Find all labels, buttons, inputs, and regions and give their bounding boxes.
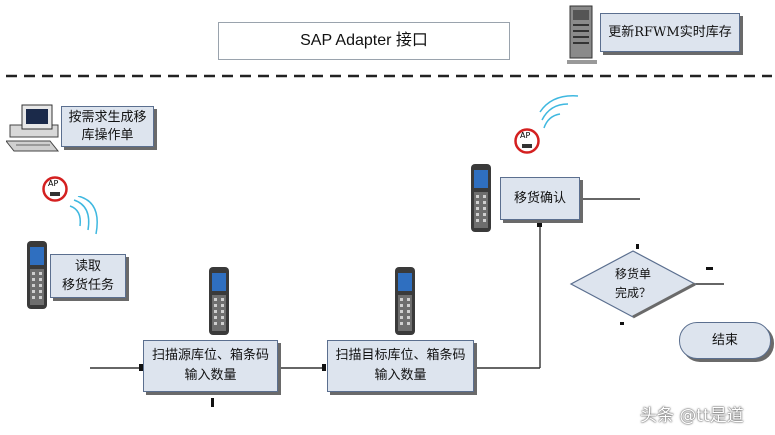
server-icon bbox=[567, 5, 597, 64]
handheld-scanner-icon bbox=[395, 267, 415, 335]
confirm-move-box: 移货确认 bbox=[500, 177, 580, 220]
read-task-box: 读取 移货任务 bbox=[50, 254, 126, 298]
wifi-waves-icon bbox=[539, 95, 579, 129]
connector-tick bbox=[620, 322, 624, 325]
wifi-waves-icon bbox=[69, 196, 98, 235]
connector-tick bbox=[139, 364, 143, 371]
generate-order-box: 按需求生成移 库操作单 bbox=[61, 106, 154, 147]
connector-tick bbox=[211, 398, 214, 407]
watermark: 头条 @tt是道 bbox=[640, 406, 744, 426]
scan-target-box: 扫描目标库位、箱条码 输入数量 bbox=[327, 340, 474, 392]
decision-label: 移货单 完成？ bbox=[614, 267, 651, 300]
scan-source-box: 扫描源库位、箱条码 输入数量 bbox=[143, 340, 278, 392]
update-inventory-box: 更新RFWM实时库存 bbox=[600, 13, 740, 52]
ap-label: AP bbox=[520, 131, 531, 140]
wireless-access-point-icon: AP bbox=[42, 176, 68, 202]
connector-tick bbox=[706, 267, 713, 270]
sap-adapter-title: SAP Adapter 接口 bbox=[218, 22, 510, 60]
connector-tick bbox=[322, 364, 326, 371]
end-terminator: 结束 bbox=[679, 322, 771, 359]
handheld-scanner-icon bbox=[209, 267, 229, 335]
desktop-computer-icon bbox=[6, 104, 60, 152]
wireless-access-point-icon: AP bbox=[514, 128, 540, 154]
ap-label: AP bbox=[48, 179, 59, 188]
connector-tick bbox=[537, 222, 542, 227]
handheld-scanner-icon bbox=[27, 241, 47, 309]
handheld-scanner-icon bbox=[471, 164, 491, 232]
connector-tick bbox=[636, 244, 639, 249]
